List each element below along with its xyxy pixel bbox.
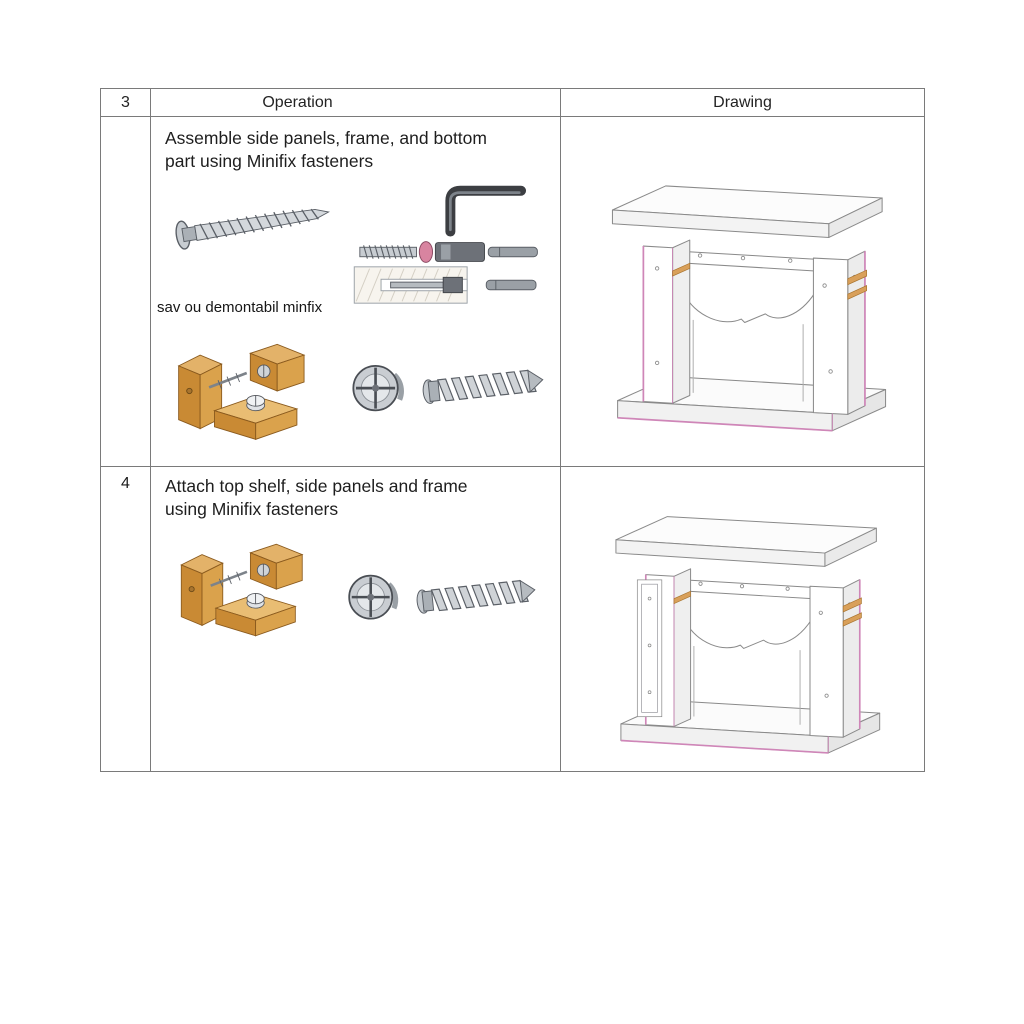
cam-lock-icon [347,357,413,421]
table-header-step-number: 3 [101,89,151,117]
step3-drawing-cell [561,117,924,467]
table-header-operation: Operation [151,89,561,117]
step3-operation-cell: Assemble side panels, frame, and bottom … [151,117,561,467]
table-header-drawing: Drawing [561,89,924,117]
step4-operation-cell: Attach top shelf, side panels and frame … [151,467,561,771]
fastener-caption: sav ou demontabil minfix [157,299,323,316]
step4-number-cell: 4 [101,467,151,771]
assembly-instruction-table: 3 Operation Drawing Assemble side panels… [100,88,925,772]
allen-key-icon [435,179,531,237]
mantel-assembly-drawing [597,127,889,457]
step4-drawing-cell [561,467,924,771]
detached-side-frame-icon [633,567,669,731]
wood-joint-blocks-icon [163,339,343,451]
operation-text-line1: Assemble side panels, frame, and bottom [165,128,487,148]
drawing-header-label: Drawing [713,93,772,111]
confirmat-screw-icon [165,182,340,266]
operation-text: Attach top shelf, side panels and frame … [165,475,468,521]
operation-header-label: Operation [262,93,333,111]
operation-text-line2: using Minifix fasteners [165,499,339,520]
step-number: 4 [121,475,130,492]
step-number: 3 [121,93,130,111]
euro-screw-icon [411,565,542,628]
operation-text: Assemble side panels, frame, and bottom … [165,127,487,173]
minifix-housing-icon [349,263,547,307]
cam-lock-icon [343,567,407,629]
step3-number-cell [101,117,151,467]
operation-text-line2: part using Minifix fasteners [165,151,374,172]
wood-joint-blocks-icon [169,539,337,647]
euro-screw-icon [417,354,550,417]
operation-text-line1: Attach top shelf, side panels and frame [165,476,468,496]
